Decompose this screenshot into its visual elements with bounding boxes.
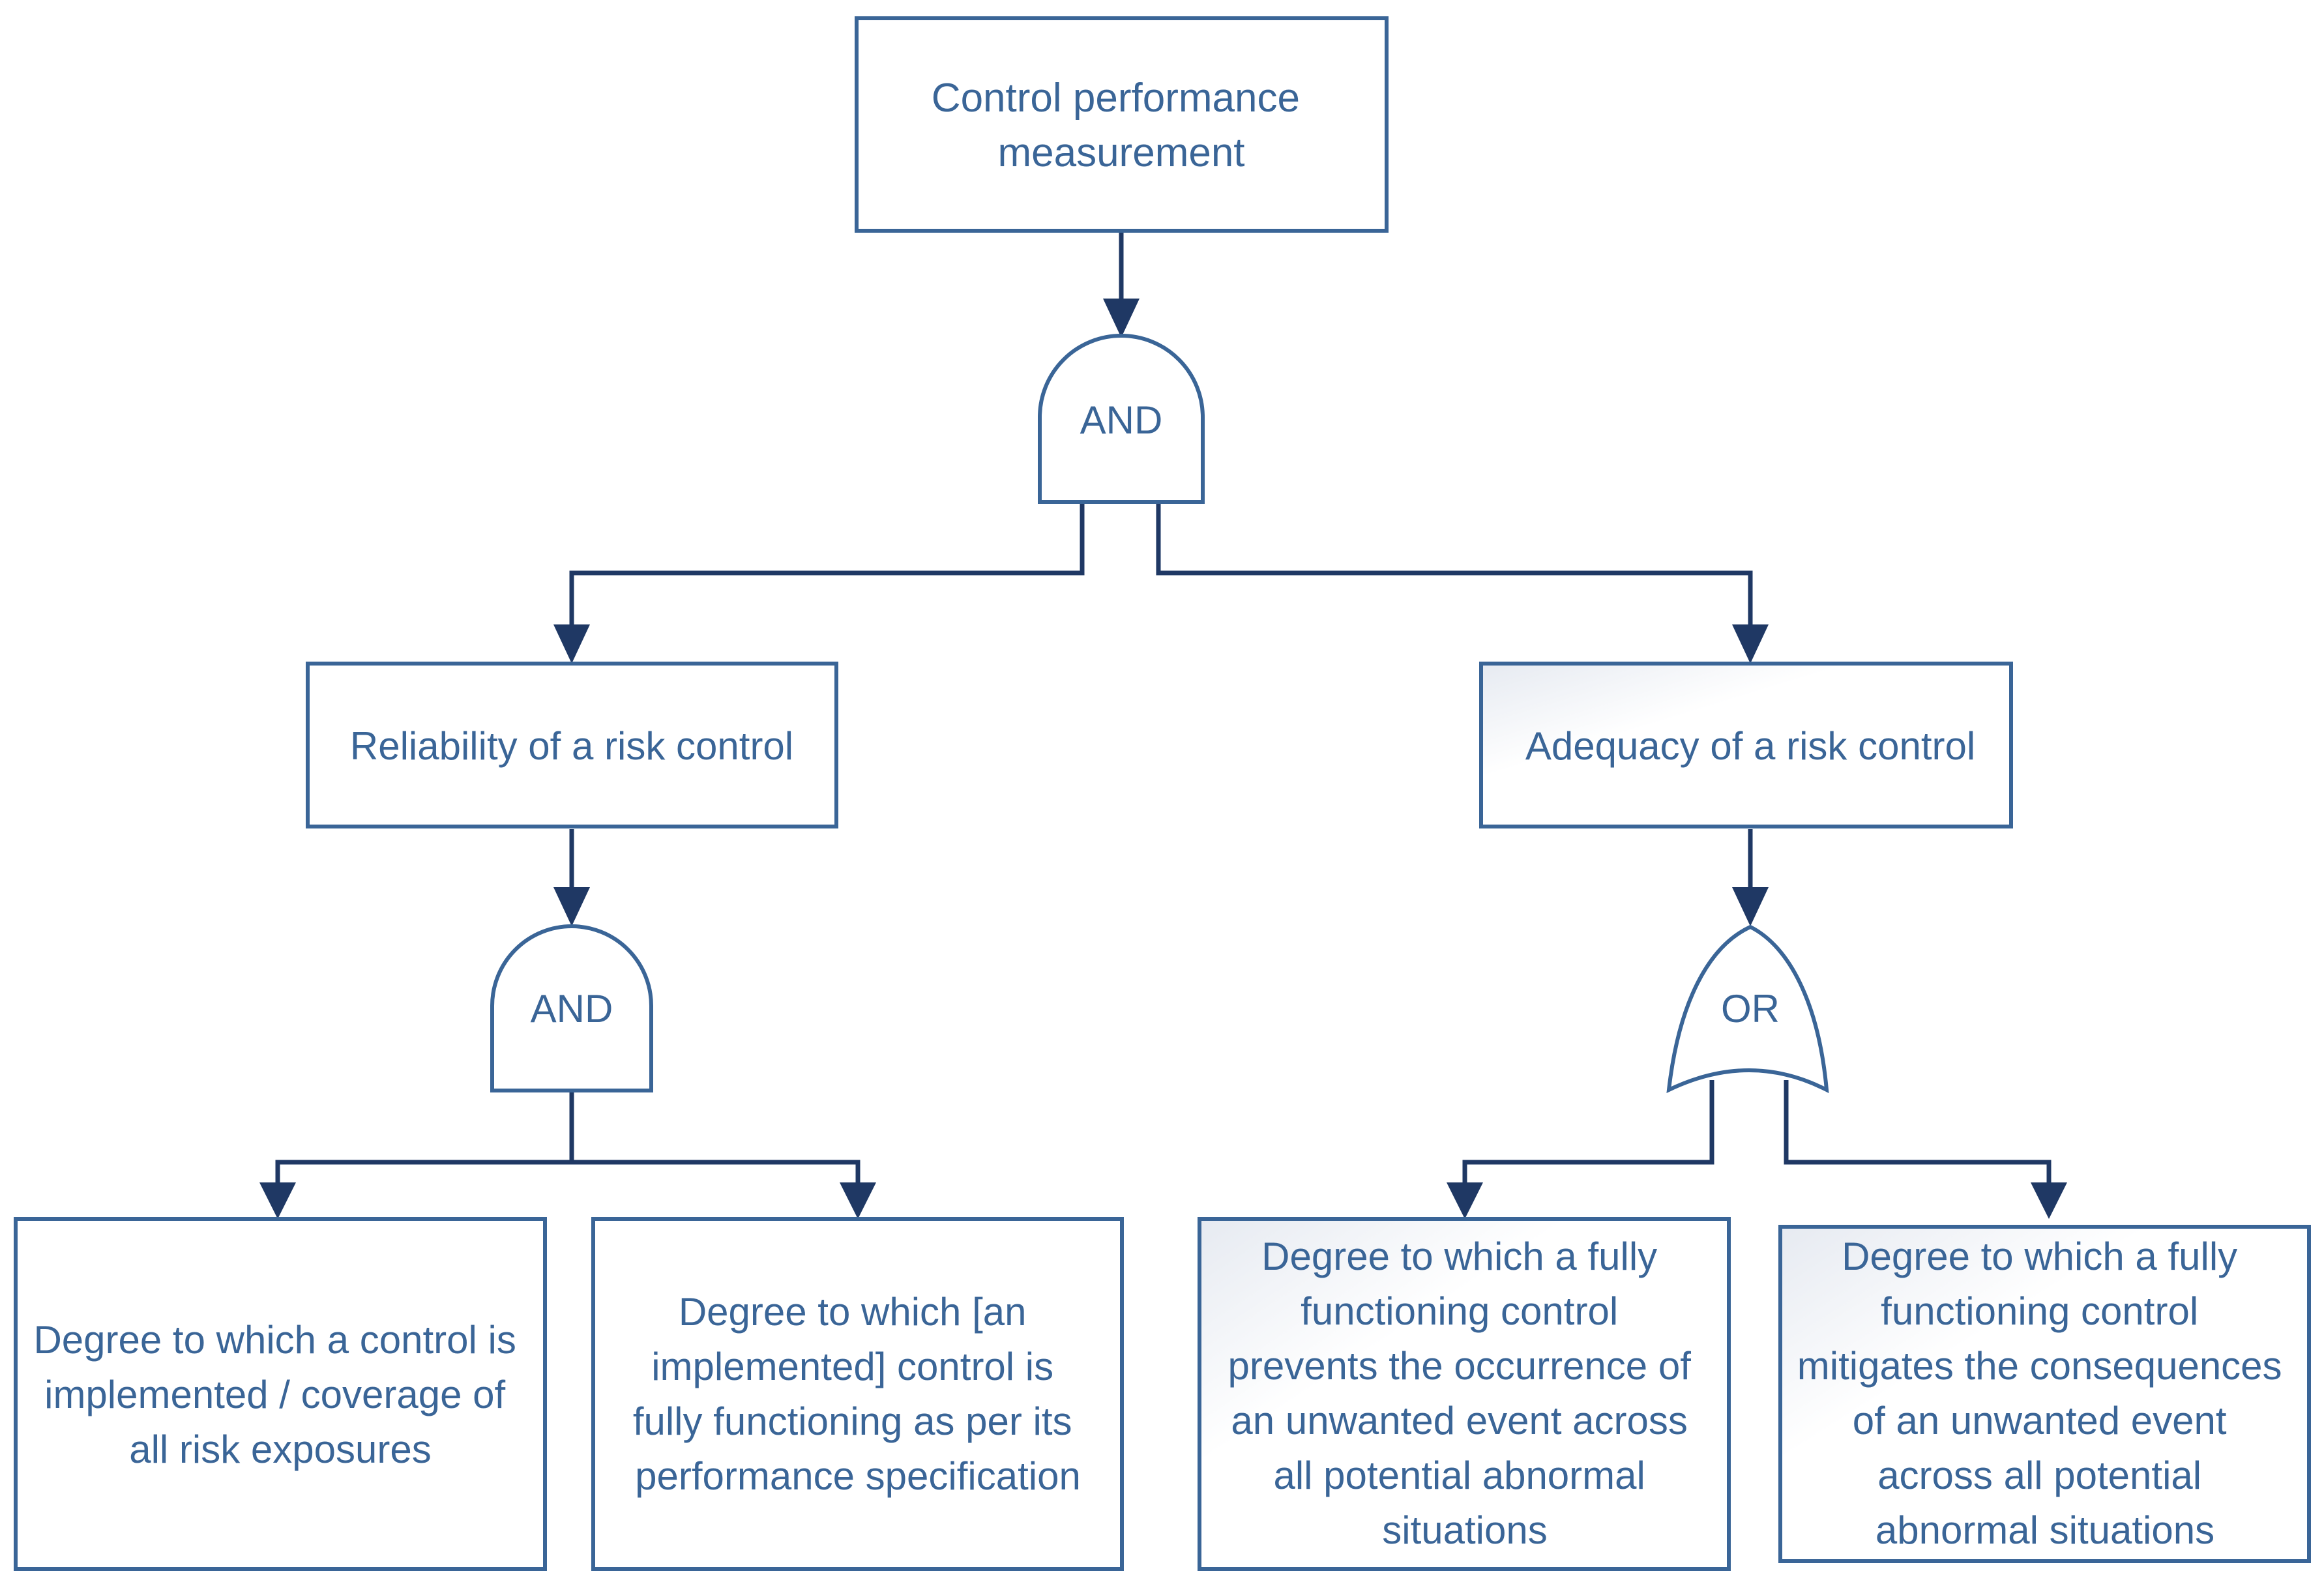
leaf4-line-1: Degree to which a fully bbox=[1842, 1235, 2237, 1278]
connector-gate-left-to-leaf1 bbox=[275, 1160, 572, 1185]
leaf3-line-2: functioning control bbox=[1301, 1289, 1618, 1333]
leaf1-line-2: implemented / coverage of bbox=[44, 1373, 505, 1416]
connector-gate-left-to-leaf2 bbox=[572, 1160, 860, 1185]
leaf1-line-1: Degree to which a control is bbox=[33, 1318, 516, 1362]
root-node: Control performance measurement bbox=[855, 16, 1389, 233]
leaf3-line-5: all potential abnormal bbox=[1273, 1454, 1645, 1497]
and-gate-left: AND bbox=[490, 924, 653, 1092]
or-gate-right-label: OR bbox=[1721, 987, 1780, 1031]
arrowhead-adequacy bbox=[1732, 624, 1769, 664]
leaf4-line-4: of an unwanted event bbox=[1853, 1399, 2227, 1443]
and-gate-top-label: AND bbox=[1080, 398, 1163, 442]
leaf3-line-1: Degree to which a fully bbox=[1261, 1235, 1657, 1278]
connector-gate-right-to-leaf3 bbox=[1462, 1080, 1714, 1185]
and-gate-top: AND bbox=[1038, 334, 1205, 504]
or-gate-right: OR bbox=[1666, 924, 1829, 1094]
leaf4-line-6: abnormal situations bbox=[1875, 1508, 2214, 1552]
leaf3-line-3: prevents the occurrence of bbox=[1228, 1344, 1691, 1388]
reliability-node: Reliability of a risk control bbox=[306, 662, 838, 828]
arrowhead-leaf3 bbox=[1447, 1182, 1483, 1219]
arrowhead-gate-top bbox=[1103, 299, 1140, 338]
arrowhead-gate-left bbox=[553, 887, 590, 926]
arrowhead-gate-right bbox=[1732, 887, 1769, 926]
leaf3-text: Degree to which a fully functioning cont… bbox=[1228, 1235, 1701, 1552]
leaf2-line-2: implemented] control is bbox=[651, 1345, 1053, 1388]
arrowhead-reliability bbox=[553, 624, 590, 664]
leaf4-line-3: mitigates the consequences bbox=[1797, 1344, 2282, 1388]
reliability-line-1: Reliability of a risk control bbox=[350, 724, 793, 768]
adequacy-line-1: Adequacy of a risk control bbox=[1525, 724, 1975, 768]
arrowhead-leaf4 bbox=[2031, 1182, 2067, 1219]
connector-gate-top-to-adequacy bbox=[1156, 503, 1753, 627]
leaf3-line-6: situations bbox=[1382, 1508, 1547, 1552]
root-line-1: Control performance bbox=[932, 76, 1300, 121]
and-gate-left-label: AND bbox=[531, 987, 613, 1031]
leaf1-line-3: all risk exposures bbox=[129, 1428, 432, 1471]
reliability-node-text: Reliability of a risk control bbox=[350, 724, 793, 768]
leaf2-line-3: fully functioning as per its bbox=[633, 1399, 1072, 1443]
arrowhead-leaf1 bbox=[259, 1182, 296, 1219]
adequacy-node-text: Adequacy of a risk control bbox=[1525, 724, 1975, 768]
leaf-node-functioning-per-spec: Degree to which [an implemented] control… bbox=[591, 1217, 1124, 1571]
leaf2-line-1: Degree to which [an bbox=[679, 1290, 1027, 1334]
connector-gate-top-to-reliability bbox=[569, 503, 1085, 627]
root-node-text: Control performance measurement bbox=[932, 76, 1311, 175]
leaf4-line-5: across all potential bbox=[1877, 1454, 2201, 1497]
leaf2-text: Degree to which [an implemented] control… bbox=[633, 1290, 1083, 1498]
leaf3-line-4: an unwanted event across bbox=[1231, 1399, 1687, 1443]
leaf4-line-2: functioning control bbox=[1881, 1289, 2198, 1333]
connector-gate-right-to-leaf4 bbox=[1784, 1080, 2052, 1185]
leaf4-text: Degree to which a fully functioning cont… bbox=[1797, 1235, 2293, 1552]
connectors bbox=[275, 232, 2052, 1185]
adequacy-node: Adequacy of a risk control bbox=[1479, 662, 2013, 828]
leaf-node-prevention: Degree to which a fully functioning cont… bbox=[1198, 1217, 1731, 1571]
leaf1-text: Degree to which a control is implemented… bbox=[33, 1318, 527, 1471]
arrowheads bbox=[259, 299, 2067, 1219]
leaf-node-mitigation: Degree to which a fully functioning cont… bbox=[1778, 1225, 2311, 1563]
leaf2-line-4: performance specification bbox=[635, 1454, 1081, 1498]
arrowhead-leaf2 bbox=[840, 1182, 876, 1219]
leaf-node-implementation-coverage: Degree to which a control is implemented… bbox=[14, 1217, 547, 1571]
root-line-2: measurement bbox=[997, 130, 1244, 175]
